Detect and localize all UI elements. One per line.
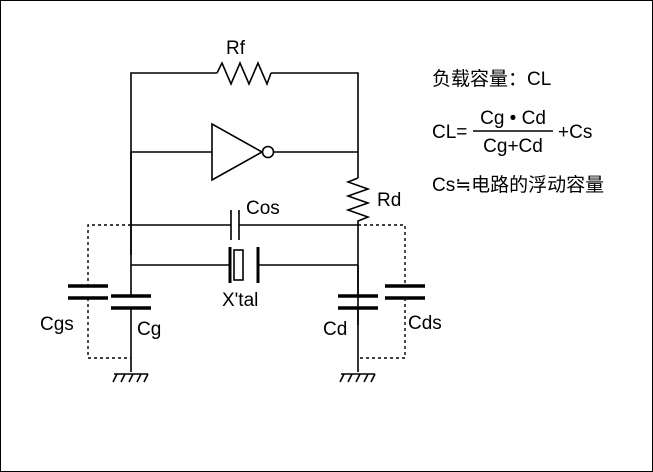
- wire-cgs-dashed: [87, 224, 131, 359]
- label-xtal: X'tal: [222, 290, 258, 311]
- label-cd: Cd: [323, 319, 347, 340]
- formula-numerator: Cg • Cd: [480, 108, 546, 129]
- formula-denominator: Cg+Cd: [483, 136, 543, 157]
- formula-prefix: CL=: [432, 122, 467, 143]
- stray-capacitance-note: Cs≒电路的浮动容量: [432, 174, 604, 196]
- wire-feedback: [130, 72, 359, 255]
- inverter-bubble: [261, 145, 275, 159]
- label-cg: Cg: [137, 319, 161, 340]
- ground-icon: [112, 373, 149, 383]
- label-rf: Rf: [226, 38, 246, 59]
- ground-icon: [339, 373, 376, 383]
- label-cos: Cos: [246, 198, 280, 219]
- inverter-symbol: [211, 122, 264, 182]
- capacitor-cos: [230, 210, 240, 240]
- label-rd: Rd: [377, 190, 401, 211]
- resistor-rd: [345, 177, 371, 325]
- load-capacity-title: 负载容量：CL: [432, 68, 551, 90]
- resistor-rf: [216, 60, 272, 87]
- wire-cds-dashed: [358, 224, 406, 359]
- formula-suffix: +Cs: [558, 122, 592, 143]
- label-cds: Cds: [408, 313, 442, 334]
- label-cgs: Cgs: [40, 314, 74, 335]
- crystal-body-left: [233, 249, 244, 281]
